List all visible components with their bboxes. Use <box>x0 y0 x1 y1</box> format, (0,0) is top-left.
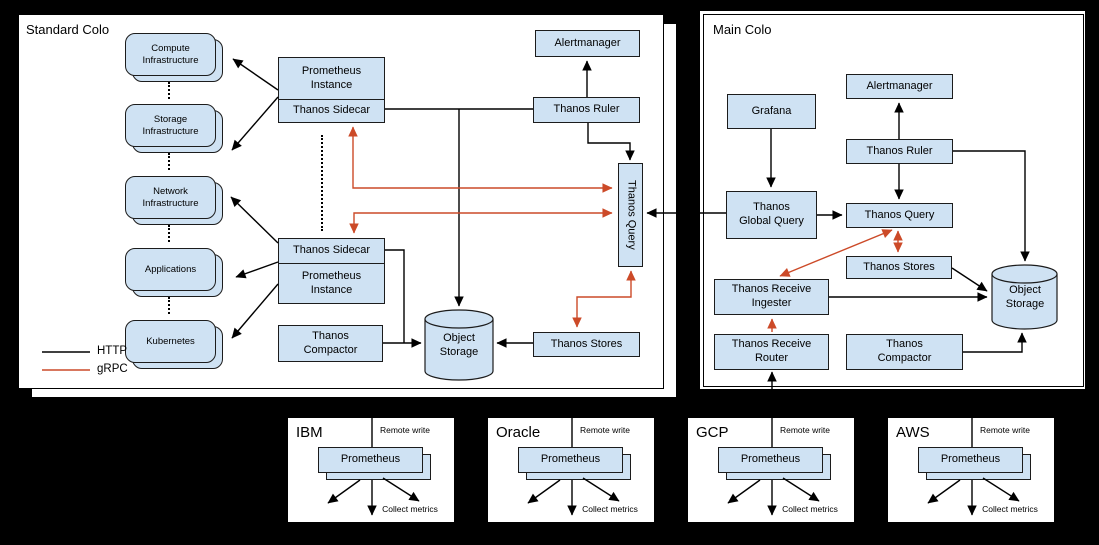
main-colo-title: Main Colo <box>713 22 772 37</box>
prometheus-box-ibm: Prometheus <box>318 447 423 473</box>
collect-metrics-label-ibm: Collect metrics <box>382 504 438 514</box>
provider-name-gcp: GCP <box>696 424 729 441</box>
network-infra-box: Network Infrastructure <box>125 176 216 219</box>
main-thanos-compactor-box: Thanos Compactor <box>846 334 963 370</box>
provider-name-ibm: IBM <box>296 424 323 441</box>
prometheus-box-aws: Prometheus <box>918 447 1023 473</box>
thanos-sidecar-cell: Thanos Sidecar <box>292 104 371 117</box>
collect-metrics-label-aws: Collect metrics <box>982 504 1038 514</box>
provider-name-oracle: Oracle <box>496 424 541 441</box>
thanos-receive-ingester-box: Thanos Receive Ingester <box>714 279 829 315</box>
infra-ellipsis <box>168 225 170 242</box>
infra-ellipsis <box>168 82 170 99</box>
prometheus-instance-cell: Prometheus Instance <box>279 58 384 100</box>
standard-colo-title: Standard Colo <box>26 22 110 37</box>
kubernetes-box: Kubernetes <box>125 320 216 363</box>
thanos-sidecar-cell: Thanos Sidecar <box>279 239 384 264</box>
sidecar-prometheus-box: Thanos Sidecar Prometheus Instance <box>278 238 385 304</box>
std-alertmanager-box: Alertmanager <box>535 30 640 57</box>
main-thanos-stores-box: Thanos Stores <box>846 256 952 279</box>
collect-metrics-label-gcp: Collect metrics <box>782 504 838 514</box>
collect-metrics-label-oracle: Collect metrics <box>582 504 638 514</box>
std-object-storage-label: Object Storage <box>439 332 479 358</box>
provider-name-aws: AWS <box>896 424 930 441</box>
main-object-storage-label: Object Storage <box>1005 284 1045 310</box>
prometheus-instance-cell: Prometheus Instance <box>301 269 362 296</box>
remote-write-label-gcp: Remote write <box>779 425 831 435</box>
infra-ellipsis <box>168 297 170 314</box>
std-thanos-query-box: Thanos Query <box>618 163 643 267</box>
prometheus-sidecar-box: Prometheus Instance Thanos Sidecar <box>278 57 385 123</box>
sidecar-ellipsis <box>321 135 323 231</box>
grafana-box: Grafana <box>727 94 816 129</box>
thanos-receive-router-box: Thanos Receive Router <box>714 334 829 370</box>
legend-grpc-label: gRPC <box>97 363 128 375</box>
remote-write-label-ibm: Remote write <box>379 425 431 435</box>
std-thanos-ruler-box: Thanos Ruler <box>533 97 640 123</box>
legend-http-label: HTTP <box>97 345 128 357</box>
storage-infra-box: Storage Infrastructure <box>125 104 216 147</box>
prometheus-box-oracle: Prometheus <box>518 447 623 473</box>
applications-box: Applications <box>125 248 216 291</box>
main-thanos-query-box: Thanos Query <box>846 203 953 228</box>
prometheus-box-gcp: Prometheus <box>718 447 823 473</box>
main-thanos-ruler-box: Thanos Ruler <box>846 139 953 164</box>
remote-write-label-aws: Remote write <box>979 425 1031 435</box>
compute-infra-box: Compute Infrastructure <box>125 33 216 76</box>
std-thanos-compactor-box: Thanos Compactor <box>278 325 383 362</box>
remote-write-label-oracle: Remote write <box>579 425 631 435</box>
thanos-global-query-box: Thanos Global Query <box>726 191 817 239</box>
std-thanos-stores-box: Thanos Stores <box>533 332 640 357</box>
infra-ellipsis <box>168 153 170 170</box>
main-alertmanager-box: Alertmanager <box>846 74 953 99</box>
